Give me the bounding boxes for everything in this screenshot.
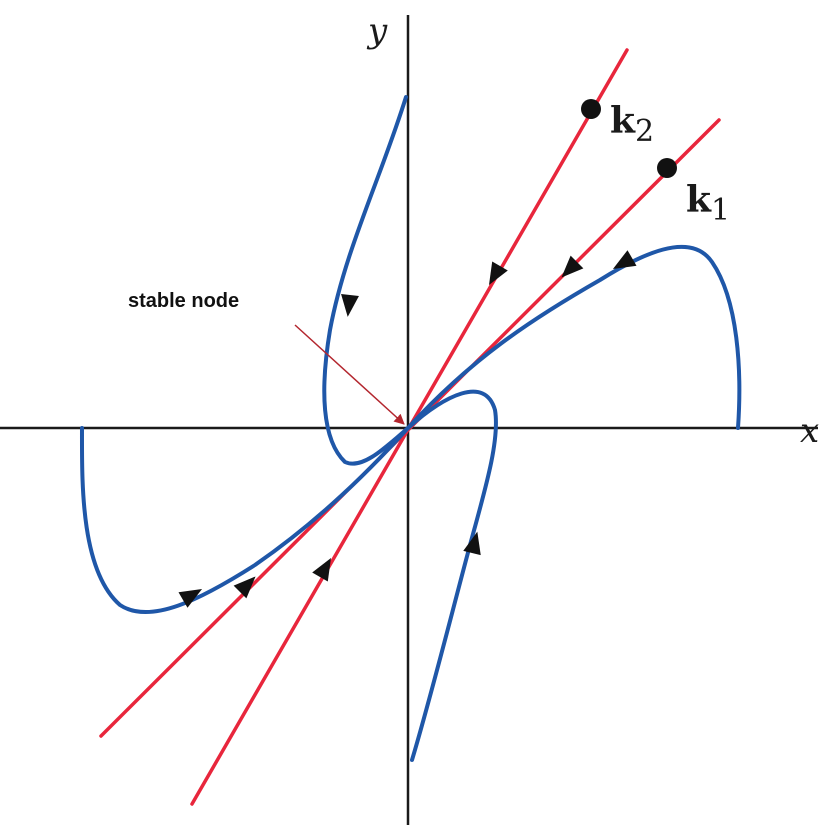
y-axis-label: y xyxy=(366,11,388,51)
eigenvector-point-k1 xyxy=(657,158,677,178)
trajectory-lower-center xyxy=(406,389,498,762)
direction-arrows xyxy=(178,250,637,608)
arrowhead-icon xyxy=(561,255,584,278)
arrowhead-icon xyxy=(178,589,203,608)
arrowhead-icon xyxy=(233,576,256,599)
stable-node-label: stable node xyxy=(128,290,239,312)
arrowhead-icon xyxy=(612,250,637,269)
eigenvector-label-k2: k2 xyxy=(610,100,654,149)
trajectory-upper-left xyxy=(322,95,410,466)
eigenvector-point-k2 xyxy=(581,99,601,119)
x-axis-label: x xyxy=(800,411,819,451)
eigenvector-label-k1: k1 xyxy=(686,179,730,228)
trajectory-right xyxy=(406,244,742,430)
arrowhead-icon xyxy=(341,294,359,317)
arrowhead-icon xyxy=(463,531,481,556)
arrowhead-icon xyxy=(489,261,508,286)
trajectory-lower-left xyxy=(79,426,410,615)
arrowhead-icon xyxy=(312,557,331,582)
stable-node-pointer xyxy=(294,324,405,425)
